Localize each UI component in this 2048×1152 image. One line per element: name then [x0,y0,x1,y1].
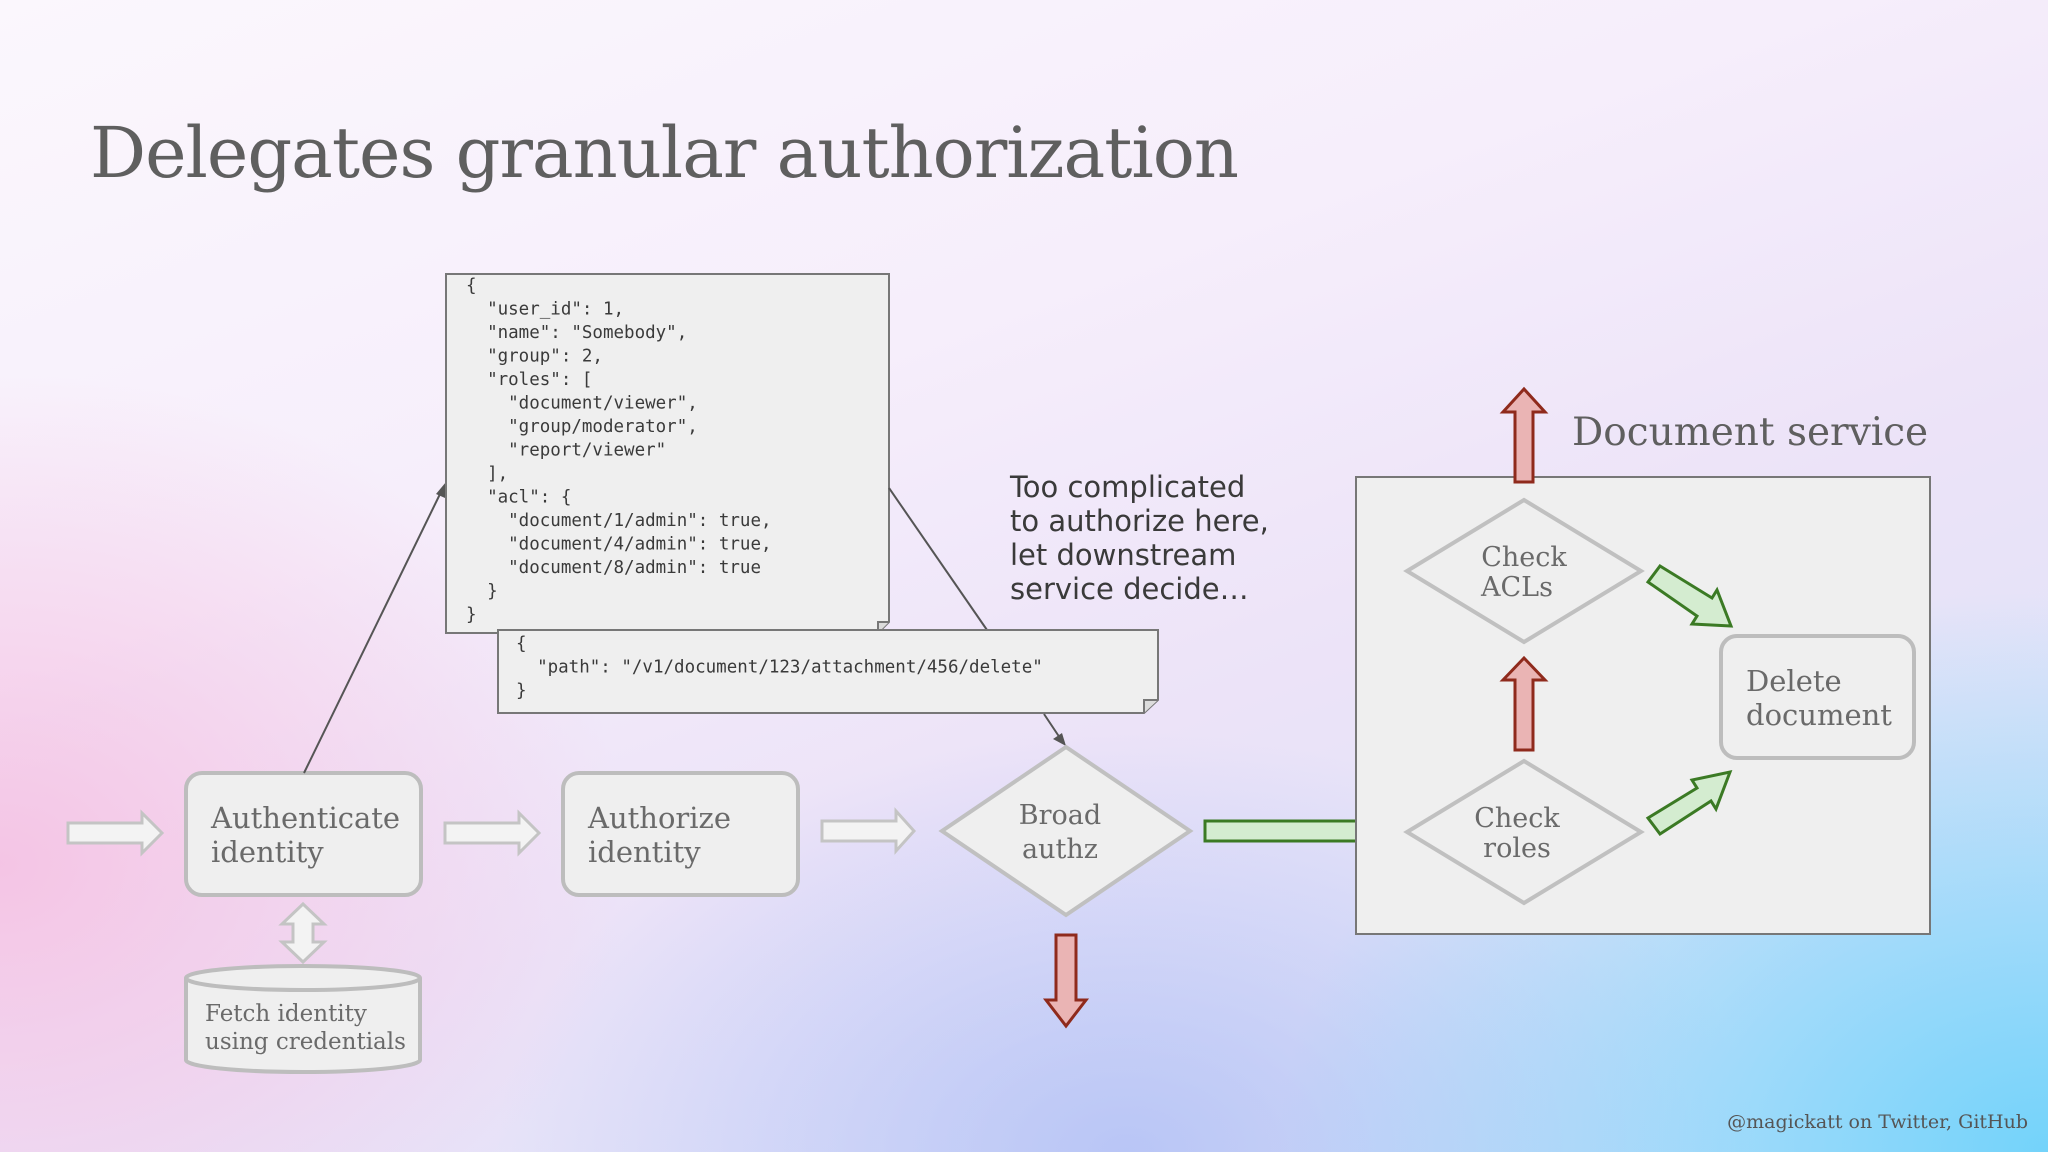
request-json-document: { "path": "/v1/document/123/attachment/4… [497,629,1159,714]
identity-json-line: { [466,276,477,296]
entry-arrow [66,809,165,857]
delegation-note: Too complicated to authorize here, let d… [1009,470,1269,606]
authenticate-label-line1: Authenticate [210,801,400,835]
identity-json-line: } [466,605,477,625]
identity-link-arrow [303,482,446,774]
identity-json-line: "name": "Somebody", [466,323,687,343]
note-line-2: to authorize here, [1010,504,1269,538]
identity-json-line: "acl": { [466,488,571,508]
check-acls-label-line2: ACLs [1480,572,1553,603]
slide-title: Delegates granular authorization [90,112,1239,194]
broad-authz-decision: Broad authz [938,744,1194,918]
authorize-label-line2: identity [588,835,701,869]
broad-authz-deny-arrow [1042,933,1090,1029]
identity-doc-connector [888,487,988,631]
request-to-broad-authz-arrow [1043,713,1066,746]
identity-json-line: } [466,582,498,602]
authenticate-label-line2: identity [211,835,324,869]
broad-authz-label-line1: Broad [1019,800,1101,831]
fetch-label-line2: using credentials [205,1029,406,1055]
note-line-1: Too complicated [1009,470,1245,504]
check-roles-label-line2: roles [1483,833,1551,864]
roles-allow-arrow [1645,769,1733,837]
identity-json-line: "document/4/admin": true, [466,535,772,555]
identity-json-line: "report/viewer" [466,441,666,461]
check-acls-decision: Check ACLs [1403,497,1645,645]
document-service-title: Document service [1572,410,1928,455]
check-roles-decision: Check roles [1403,758,1645,906]
check-roles-label-line1: Check [1474,803,1560,834]
identity-json-line: "document/8/admin": true [466,558,761,578]
authenticate-to-authorize-arrow [443,809,542,857]
authenticate-identity-node: Authenticate identity [184,771,423,897]
identity-json-line: "group/moderator", [466,417,698,437]
authorize-identity-node: Authorize identity [561,771,800,897]
roles-to-acls-arrow [1499,655,1549,752]
identity-json-line: "roles": [ [466,370,592,390]
acls-allow-arrow [1645,564,1734,628]
authorize-to-broad-authz-arrow [820,807,917,855]
request-json-line: { [516,634,527,654]
author-credit: @magickatt on Twitter, GitHub [1727,1111,2028,1133]
identity-json-line: "document/viewer", [466,394,698,414]
fetch-label-line1: Fetch identity [205,1001,367,1027]
request-json-text: { "path": "/v1/document/123/attachment/4… [516,634,1043,701]
note-line-4: service decide… [1010,572,1249,606]
identity-json-document: { "user_id": 1, "name": "Somebody", "gro… [445,273,890,634]
broad-authz-label-line2: authz [1022,834,1098,865]
identity-json-line: "document/1/admin": true, [466,511,772,531]
request-json-line: "path": "/v1/document/123/attachment/456… [516,658,1043,678]
check-acls-label-line1: Check [1481,542,1567,573]
identity-json-line: "user_id": 1, [466,300,624,320]
fetch-identity-double-arrow [278,901,328,965]
identity-json-line: ], [466,464,508,484]
delete-document-node: Delete document [1719,634,1916,760]
identity-json-line: "group": 2, [466,347,603,367]
authorize-label-line1: Authorize [587,801,731,835]
delete-document-label-line2: document [1746,698,1892,732]
delete-document-label-line1: Delete [1746,664,1842,698]
request-json-line: } [516,681,527,701]
note-line-3: let downstream [1010,538,1236,572]
fetch-identity-database: Fetch identity using credentials [184,964,422,1074]
acls-deny-arrow [1499,386,1549,484]
identity-json-text: { "user_id": 1, "name": "Somebody", "gro… [466,276,772,625]
